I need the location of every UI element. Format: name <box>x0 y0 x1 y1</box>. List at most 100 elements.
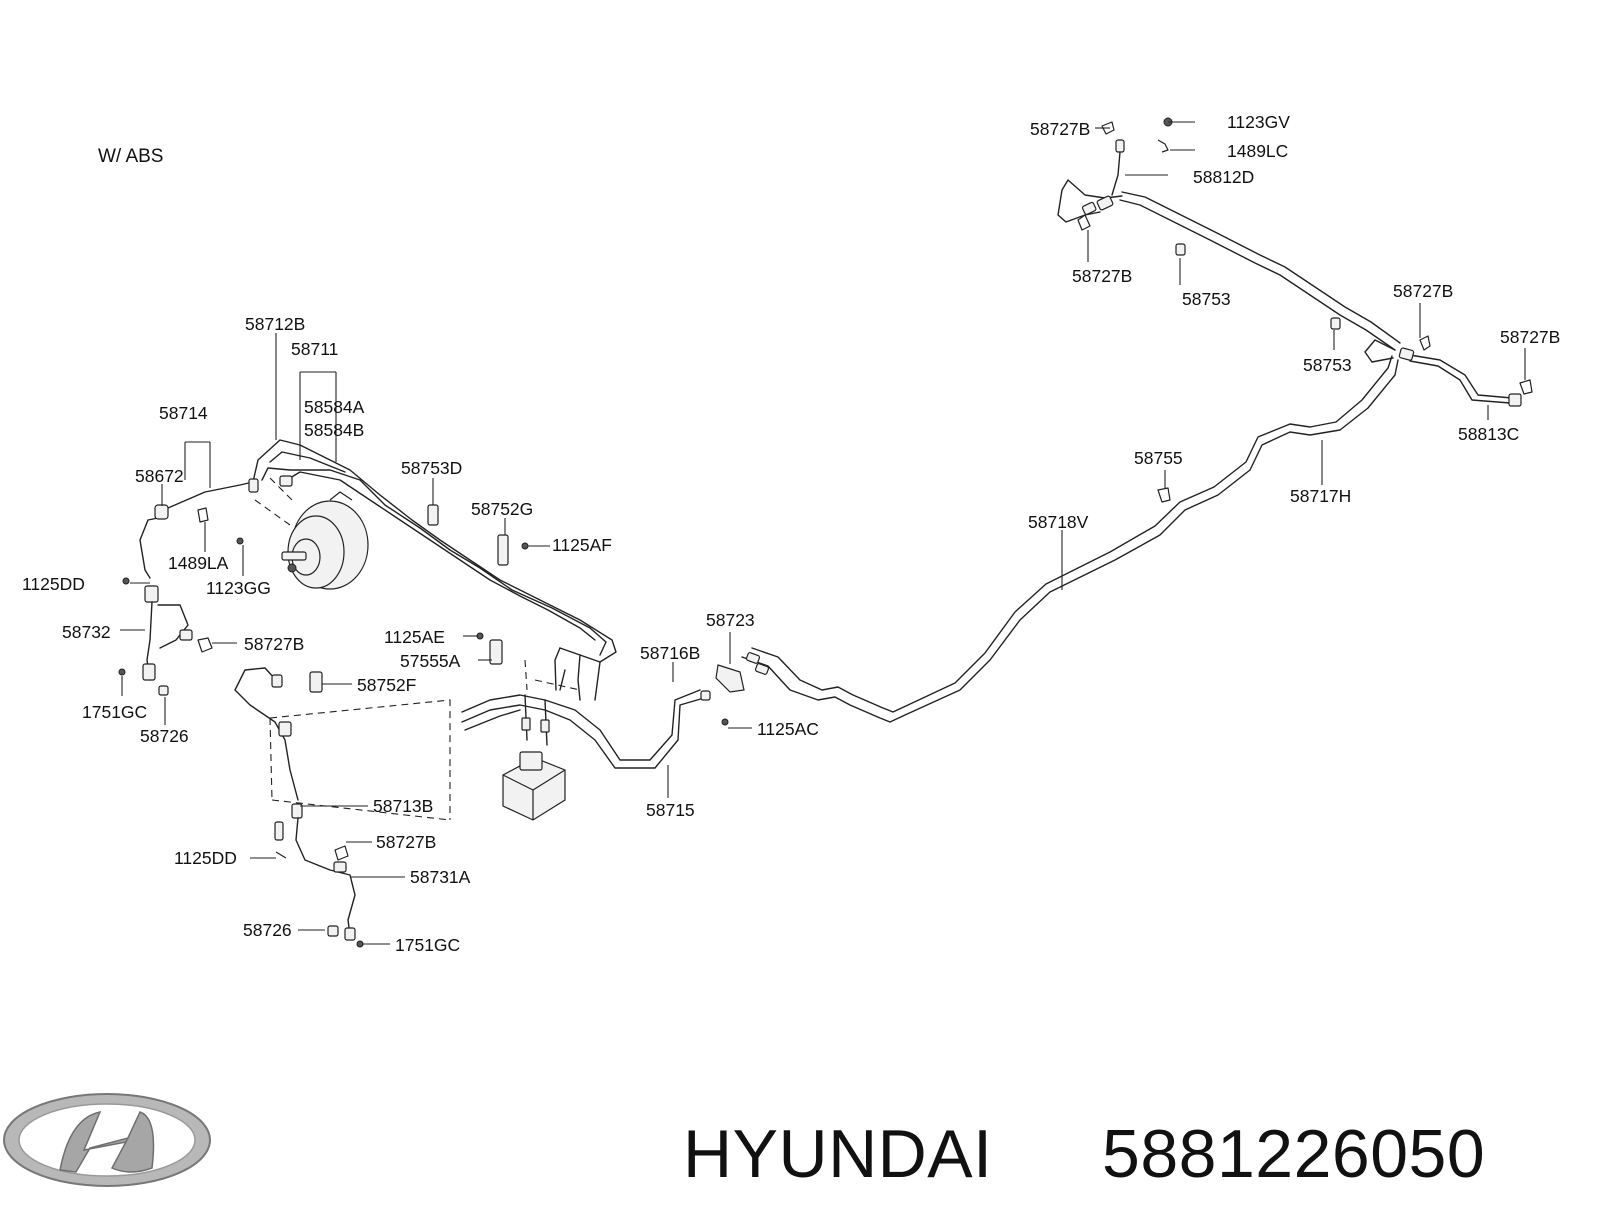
brake-line-58812D <box>1057 179 1123 223</box>
hose-58813C-group <box>1157 317 1533 503</box>
clamp-icon <box>1330 317 1341 330</box>
bracket-58723 <box>715 664 745 693</box>
booster-port <box>329 491 353 501</box>
fitting-icon <box>754 663 770 675</box>
left-front-line-group <box>122 475 293 603</box>
bolt-icon <box>236 537 244 545</box>
label-1125AE: 1125AE <box>384 627 445 647</box>
label-1123GG: 1123GG <box>206 578 271 598</box>
fitting-icon <box>271 674 283 688</box>
label-1751GC: 1751GC <box>82 702 147 722</box>
label-58714: 58714 <box>159 403 208 423</box>
label-58753D: 58753D <box>401 458 462 478</box>
label-58713B: 58713B <box>373 796 433 816</box>
fitting-icon <box>1115 139 1125 153</box>
label-58727B: 58727B <box>244 634 304 654</box>
label-58715: 58715 <box>646 800 695 820</box>
label-58727B: 58727B <box>1500 327 1560 347</box>
label-1123GV: 1123GV <box>1227 112 1290 132</box>
fitting-icon <box>278 721 292 737</box>
abs-caption: W/ ABS <box>98 146 163 167</box>
clip-icon <box>1101 121 1115 135</box>
abs-feed-line <box>559 669 566 691</box>
brake-line-upper-rear-b <box>1121 191 1401 344</box>
hidden-line <box>534 679 581 691</box>
label-58753: 58753 <box>1182 289 1231 309</box>
bracket-icon <box>144 585 159 603</box>
fitting-icon <box>521 717 531 731</box>
label-58753: 58753 <box>1303 355 1352 375</box>
brake-booster <box>254 477 369 590</box>
fitting-icon <box>291 803 303 819</box>
brake-line-58713B <box>234 667 299 801</box>
hidden-line <box>269 477 293 501</box>
label-58752F: 58752F <box>357 675 416 695</box>
booster-side-parts <box>309 504 529 693</box>
label-1489LC: 1489LC <box>1227 141 1288 161</box>
label-58716B: 58716B <box>640 643 700 663</box>
label-58727B: 58727B <box>1393 281 1453 301</box>
bolt-icon <box>122 577 130 585</box>
fitting-icon <box>279 475 293 487</box>
bolt-icon <box>721 718 729 726</box>
hidden-line <box>254 499 291 526</box>
label-1125DD: 1125DD <box>22 574 85 594</box>
label-58727B: 58727B <box>376 832 436 852</box>
clip-icon <box>197 637 213 653</box>
hose-58813C-b <box>1409 360 1511 404</box>
hose-58812D-group <box>1057 117 1186 256</box>
hose-end-icon <box>1398 347 1415 361</box>
fitting-icon <box>700 690 711 701</box>
brake-line-58672 <box>139 517 159 579</box>
hose-58732-b <box>157 604 189 649</box>
label-58723: 58723 <box>706 610 755 630</box>
label-58732: 58732 <box>62 622 111 642</box>
hose-end-icon <box>344 927 356 941</box>
hose-end-icon <box>179 629 193 641</box>
label-1489LA: 1489LA <box>168 553 229 573</box>
label-58812D: 58812D <box>1193 167 1254 187</box>
bracket-58723-group <box>700 652 770 726</box>
label-1125AF: 1125AF <box>552 535 612 555</box>
clip-icon <box>1519 379 1533 395</box>
clamp-icon-58753D <box>427 504 439 526</box>
brake-line-loop <box>1364 339 1396 363</box>
brake-line-58718V <box>741 359 1399 723</box>
label-58711: 58711 <box>291 339 338 359</box>
label-58584B: 58584B <box>304 420 364 440</box>
label-58731A: 58731A <box>410 867 471 887</box>
brand-name: HYUNDAI <box>683 1116 993 1192</box>
bracket-icon-58752F <box>309 671 323 693</box>
abs-feed-line <box>554 647 561 691</box>
nut-icon <box>287 563 297 573</box>
label-58584A: 58584A <box>304 397 365 417</box>
bolt-icon <box>327 925 339 937</box>
clip-icon <box>1419 335 1431 351</box>
clamp-icon <box>1175 243 1186 256</box>
label-58717H: 58717H <box>1290 486 1351 506</box>
brake-line-58712B <box>252 439 617 663</box>
bolt-icon <box>158 685 169 696</box>
hidden-line <box>524 659 528 691</box>
clip-icon <box>197 507 209 523</box>
clip-icon <box>334 845 349 861</box>
abs-feed-line <box>594 661 601 701</box>
label-58755: 58755 <box>1134 448 1183 468</box>
label-58727B: 58727B <box>1072 266 1132 286</box>
bracket-icon <box>274 821 284 841</box>
hose-end-icon <box>1096 195 1114 211</box>
hyundai-logo-icon <box>3 1093 211 1187</box>
hose-58731A-group <box>234 667 364 948</box>
label-58672: 58672 <box>135 466 184 486</box>
clip-icon <box>1157 487 1171 503</box>
label-58718V: 58718V <box>1028 512 1089 532</box>
hidden-line <box>271 799 451 821</box>
booster-rod <box>281 551 307 561</box>
brake-line-upper-rear <box>1119 199 1396 351</box>
hose-end-icon <box>333 861 347 873</box>
hose-58731A <box>295 817 356 936</box>
clamp-icon-58752G <box>497 534 509 566</box>
label-58712B: 58712B <box>245 314 305 334</box>
